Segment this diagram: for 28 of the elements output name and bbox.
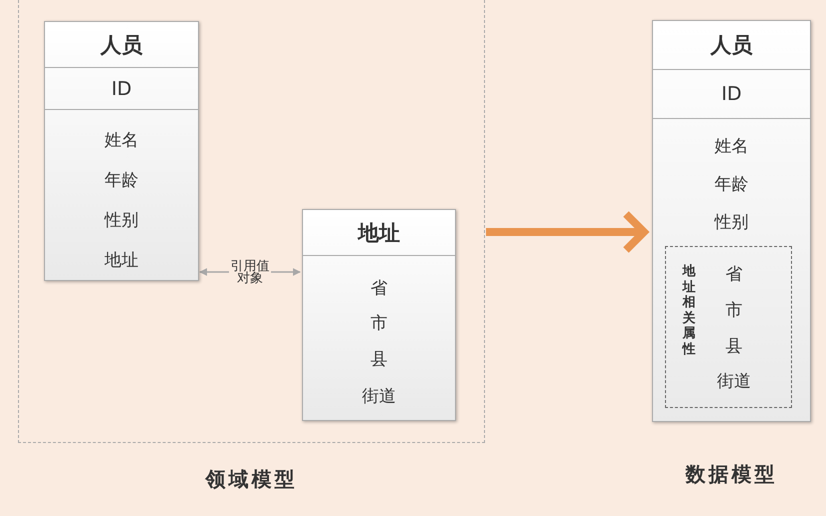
entity-title: 地址 [303,210,455,256]
attribute-label: 市 [726,300,742,322]
entity-box [44,21,199,281]
attribute-label: 市 [370,312,388,334]
attribute-label: 街道 [717,370,751,392]
attribute-label: 年龄 [104,170,138,192]
region-title: 领域模型 [206,466,298,493]
attribute-label: 省 [370,278,388,300]
attribute-label: 姓名 [714,136,748,158]
attribute-label: 县 [370,348,388,370]
key-field: ID [45,68,198,110]
entity-title: 人员 [653,21,810,70]
model-title: 数据模型 [686,461,778,488]
arrow [486,210,648,254]
attribute-label: 县 [726,336,742,358]
attribute-label: 性别 [104,210,138,232]
entity-title: 人员 [45,22,198,68]
edge-label: 引用值对象 [229,261,271,285]
attribute-label: 省 [726,264,742,286]
dashed-group [665,246,792,408]
attribute-label: 地址 [104,250,138,272]
group-label: 地址相关属性 [682,264,696,357]
entity-box [302,209,456,421]
attribute-label: 姓名 [104,130,138,152]
attribute-label: 年龄 [714,174,748,196]
key-field: ID [653,70,810,119]
attribute-label: 性别 [714,212,748,234]
attribute-label: 街道 [362,386,396,408]
